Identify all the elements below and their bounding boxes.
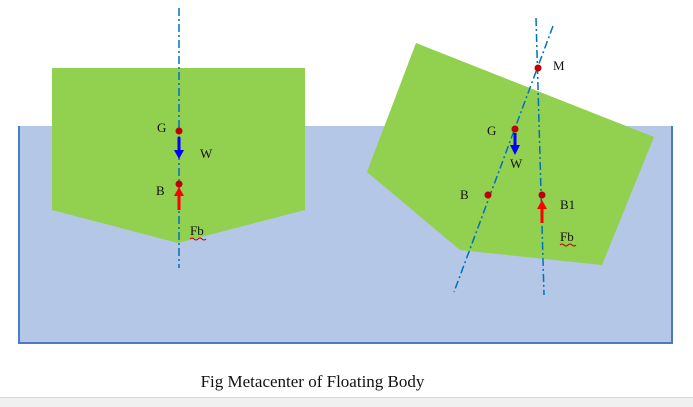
tilted-fb-squiggle — [559, 243, 577, 247]
tilted-weight-arrowhead — [510, 145, 520, 155]
tilted-body-axis — [453, 25, 554, 293]
tilted-point-b — [484, 191, 492, 199]
tilted-label-g: G — [487, 123, 496, 138]
tilted-point-m — [534, 64, 542, 72]
tilted-label-fb: Fb — [560, 229, 574, 244]
tilted-floating-body — [367, 43, 654, 265]
window-bottom-bar — [0, 397, 693, 407]
upright-fb-squiggle — [189, 237, 207, 241]
tilted-buoyancy-arrowhead — [537, 200, 547, 209]
tilted-vertical-axis — [535, 17, 545, 296]
upright-point-g — [175, 127, 183, 135]
upright-point-b — [175, 180, 183, 188]
upright-label-fb: Fb — [190, 223, 204, 238]
upright-label-g: G — [157, 120, 166, 135]
tilted-label-w: W — [510, 156, 523, 171]
tilted-point-g — [511, 125, 519, 133]
upright-label-w: W — [200, 146, 213, 161]
upright-buoyancy-arrowhead — [174, 187, 184, 196]
figure-caption: Fig Metacenter of Floating Body — [200, 372, 425, 391]
tilted-label-b1: B1 — [560, 197, 575, 212]
tilted-point-b1 — [538, 191, 546, 199]
tilted-label-m: M — [553, 58, 565, 73]
tilted-label-b: B — [460, 187, 469, 202]
upright-label-b: B — [156, 183, 165, 198]
upright-weight-arrowhead — [174, 150, 184, 159]
